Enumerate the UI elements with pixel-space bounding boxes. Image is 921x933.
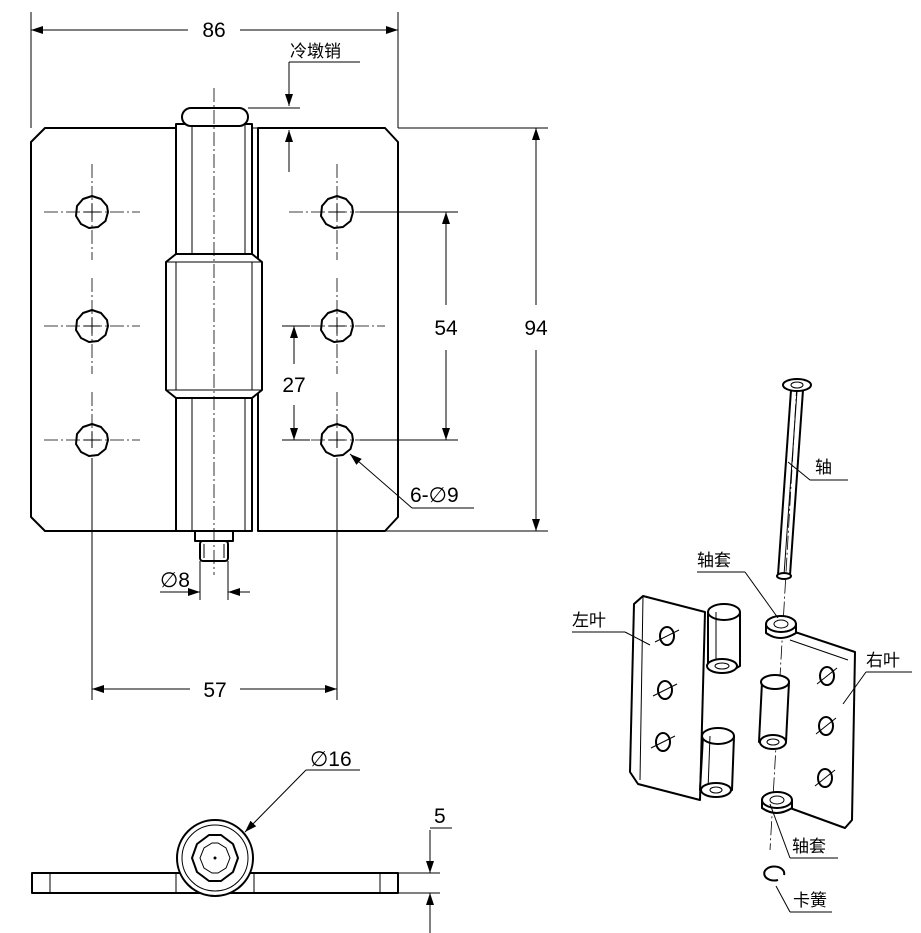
dim-plate-thickness: 5 bbox=[434, 805, 446, 828]
sleeve-bottom-part bbox=[761, 791, 793, 814]
shaft-part bbox=[776, 378, 812, 580]
right-leaf-part bbox=[789, 631, 856, 829]
dim-pin-diameter: ∅8 bbox=[160, 569, 190, 592]
hole bbox=[289, 392, 385, 457]
dim-hole-span-horizontal: 57 bbox=[203, 679, 226, 702]
label-cold-heading-pin: 冷墩销 bbox=[290, 42, 341, 62]
circlip-part bbox=[763, 865, 786, 882]
label-sleeve-bottom: 轴套 bbox=[792, 837, 826, 857]
pin-head bbox=[181, 107, 249, 127]
label-left-leaf: 左叶 bbox=[572, 611, 606, 631]
dim-overall-width: 86 bbox=[202, 19, 225, 42]
dim-overall-height: 94 bbox=[524, 317, 548, 340]
label-sleeve-top: 轴套 bbox=[697, 551, 731, 571]
right-leaf-outline bbox=[257, 127, 399, 532]
exploded-view: 轴 轴套 左叶 右叶 轴套 卡簧 bbox=[572, 378, 912, 913]
hole-pattern bbox=[44, 164, 385, 457]
label-right-leaf: 右叶 bbox=[866, 651, 900, 671]
right-leaf-knuckle bbox=[758, 674, 790, 750]
hole bbox=[44, 278, 140, 374]
sleeve-top-part bbox=[765, 615, 797, 639]
hole bbox=[289, 278, 385, 374]
dim-hole-pitch: 27 bbox=[282, 374, 305, 397]
left-leaf-part bbox=[629, 595, 741, 801]
label-shaft: 轴 bbox=[815, 458, 832, 478]
end-view: ∅16 5 bbox=[31, 748, 452, 933]
label-circlip: 卡簧 bbox=[793, 891, 827, 911]
dim-knuckle-diameter: ∅16 bbox=[310, 748, 352, 771]
hole bbox=[44, 392, 140, 457]
dim-hole-span-vertical: 54 bbox=[434, 317, 458, 340]
front-view: 86 冷墩销 94 54 27 6-∅9 ∅8 bbox=[30, 12, 548, 702]
dim-hole-spec: 6-∅9 bbox=[410, 484, 459, 507]
left-leaf-outline bbox=[30, 127, 179, 532]
hole bbox=[44, 164, 140, 260]
